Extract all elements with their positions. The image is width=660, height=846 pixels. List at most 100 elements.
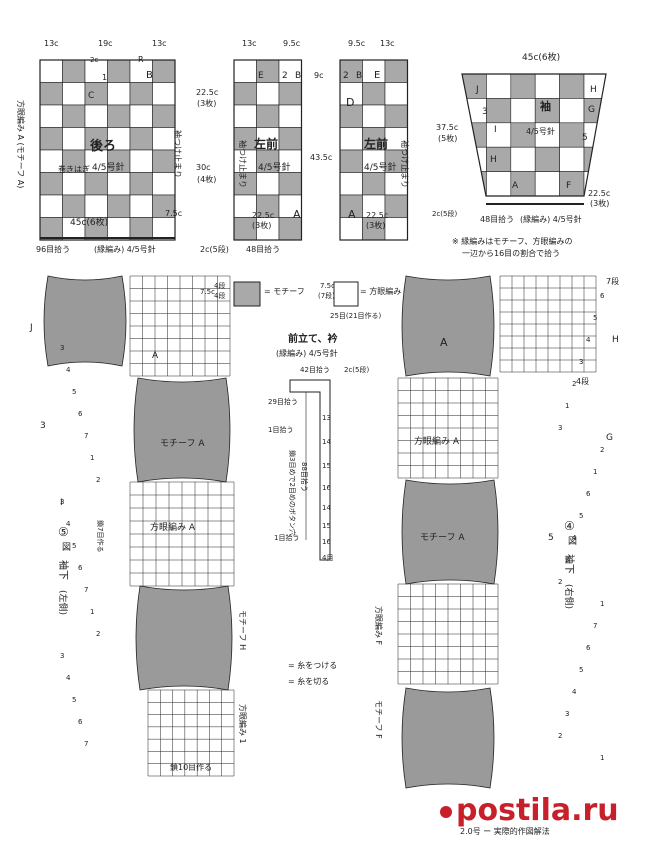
back-cell (62, 82, 86, 106)
sleeve-height: 37.5c (436, 123, 458, 132)
ls-mesh-a: 方眼編み A (150, 521, 196, 533)
rf-cell (339, 172, 363, 196)
rs-row-number: 4 (572, 534, 577, 542)
sleeve-cell (559, 74, 585, 99)
arrow-legend: = 糸をつける = 糸を切る (288, 660, 337, 686)
rs-mid-rows: 4段 (576, 376, 589, 386)
sleeve-label-a: A (512, 181, 519, 191)
back-label-r: R (138, 55, 144, 64)
rs-row-number: 2 (572, 380, 576, 388)
lf-cell (278, 104, 302, 128)
ls-title1: 図 (62, 542, 71, 553)
sleeve-pickup: 48目拾う (480, 214, 514, 224)
ls-row-number: 6 (78, 410, 83, 418)
ls-row-number: 3 (60, 652, 64, 660)
rf-cell (339, 127, 363, 151)
rf-needle: 4/5号針 (364, 161, 397, 173)
lf-width-2: 9.5c (283, 39, 300, 48)
back-seam: 巻きはぎ (58, 164, 90, 174)
fb-subtitle: (縁編み) 4/5号針 (276, 348, 338, 358)
ls-chain-note: 鎖7目作る (96, 520, 105, 552)
back-height-total: 43.5c (310, 153, 332, 162)
back-needle: 4/5号針 (92, 161, 125, 173)
rs-row-number: 3 (565, 710, 569, 718)
fb-top-rows: 2c(5段) (344, 365, 369, 374)
back-height-1b: (3枚) (197, 98, 216, 108)
back-right-small: 7.5c (165, 209, 182, 218)
sleeve-label-f: F (566, 181, 571, 191)
rs-row-number: 2 (600, 446, 604, 454)
back-cell (62, 172, 86, 196)
rs-row-number: 5 (579, 666, 583, 674)
rs-motif-top (401, 275, 495, 377)
lf-needle: 4/5号針 (258, 161, 291, 173)
ls-motif-h-shape (135, 585, 233, 691)
rf-cell (384, 217, 408, 241)
sleeve-edging: (縁編み) 4/5号針 (520, 214, 582, 224)
legend-motif-rows1: 4段 (214, 281, 225, 290)
legend: 7.5c 4段 4段 = モチーフ 7.5c (7段) = 方眼編み 25目(2… (200, 281, 401, 320)
sleeve-cell (510, 98, 536, 124)
ls-row-number: 4 (66, 366, 71, 374)
fb-row-2: 15 (322, 462, 331, 470)
ls-label-j: J (29, 323, 33, 333)
sleeve-note-1: ※ 縁編みはモチーフ、方眼編みの (452, 236, 572, 246)
sleeve-height2: (5枚) (438, 133, 457, 143)
sleeve-cell (486, 171, 512, 196)
ls-label-i: I (60, 498, 63, 508)
sleeve-label-i: I (494, 125, 497, 135)
ls-title3: (左側) (57, 590, 69, 615)
back-label-1: 1 (102, 73, 107, 82)
sleeve-top: 45c(6枚) (522, 51, 560, 63)
arrow-cut: = 糸を切る (288, 676, 329, 686)
rf-cell (384, 104, 408, 128)
right-front-piece (339, 59, 409, 241)
legend-mesh-label: = 方眼編み (360, 286, 401, 296)
sleeve-cell (559, 122, 585, 148)
back-cell (39, 59, 63, 83)
back-height-2: 30c (196, 163, 211, 172)
back-sleeve-stop: 袖つけ止まり (173, 130, 183, 178)
lf-label-a: A (293, 208, 301, 221)
back-cell (107, 82, 131, 106)
lf-outline (233, 59, 303, 241)
ls-motif-a-shape (133, 377, 231, 483)
back-height-1: 22.5c (196, 88, 218, 97)
fb-pick88: 88目拾う (300, 462, 309, 492)
sleeve-cell (559, 171, 585, 196)
ls-row-number: 5 (72, 388, 76, 396)
left-sleeve-chart-labels: J 3 I A モチーフ A 方眼編み A 鎖10目作る ⑤ 図 袖下 (左側)… (29, 323, 248, 772)
rs-title1: 図 (568, 536, 577, 547)
back-edging: (縁編み) 4/5号針 (94, 244, 156, 254)
sleeve-cell (486, 98, 512, 124)
back-piece (39, 59, 176, 241)
rf-cell (362, 82, 386, 106)
back-cell (39, 194, 63, 218)
sleeve-label-3: 3 (482, 107, 488, 117)
ls-row-number: 6 (78, 564, 83, 572)
lf-width-bottom2: (3枚) (252, 220, 271, 230)
rf-label-d: D (346, 96, 354, 109)
sleeve-label-j: J (475, 85, 479, 95)
sleeve-edge: 2c(5段) (432, 209, 457, 218)
ls-label-a: A (152, 351, 159, 361)
fb-outline (289, 379, 331, 561)
back-labels: 13c 19c 13c 2c C R B 1 後ろ 4/5号針 巻きはぎ 22.… (16, 39, 332, 254)
rf-cell (339, 149, 363, 173)
back-cell (84, 194, 108, 218)
legend-mesh-box (333, 281, 359, 307)
rs-row-number: 1 (600, 600, 604, 608)
back-width-left: 13c (44, 39, 59, 48)
rs-title3: (右側) (563, 584, 575, 609)
rs-row-number: 5 (579, 512, 583, 520)
ls-row-number: 3 (60, 498, 64, 506)
back-cell (129, 104, 153, 128)
back-cell (107, 217, 131, 241)
ls-row-number: 1 (90, 454, 94, 462)
rs-motif-f-shape (401, 687, 495, 789)
rs-row-number: 4 (586, 336, 591, 344)
ls-motif-a: モチーフ A (160, 438, 205, 449)
fb-row-3: 16 (322, 484, 331, 492)
legend-motif-label: = モチーフ (264, 287, 305, 296)
